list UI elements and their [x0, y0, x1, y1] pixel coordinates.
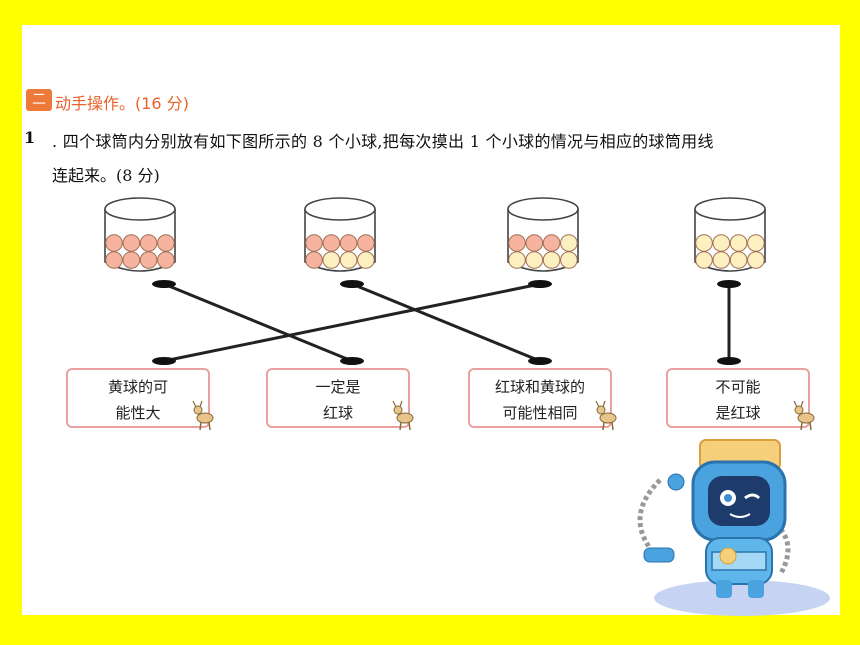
cylinder-dot-2	[340, 280, 364, 288]
statement-2-line2: 红球	[322, 404, 353, 422]
statement-2-line1: 一定是	[315, 378, 361, 396]
deer-icon	[793, 400, 815, 431]
cylinder-dot-3	[528, 280, 552, 288]
yellow-ball	[712, 251, 731, 269]
statement-1-line1: 黄球的可	[107, 378, 168, 396]
yellow-ball	[322, 251, 341, 269]
statement-box-3: 红球和黄球的 可能性相同	[468, 368, 612, 428]
statement-dot-2	[340, 357, 364, 365]
deer-icon	[595, 400, 617, 431]
ball-cylinder-1	[104, 197, 176, 272]
statement-box-1: 黄球的可 能性大	[66, 368, 210, 428]
ball-cylinder-2	[304, 197, 376, 272]
statement-4-line2: 是红球	[715, 404, 761, 422]
red-ball	[139, 251, 158, 269]
section-title: 动手操作。(16 分)	[55, 94, 189, 113]
question-number: 1	[24, 128, 36, 147]
statement-box-2: 一定是 红球	[266, 368, 410, 428]
connection-line-2	[351, 282, 541, 363]
yellow-ball	[560, 251, 578, 269]
statement-dot-3	[528, 357, 552, 365]
statement-1-line2: 能性大	[115, 404, 161, 422]
red-ball	[157, 251, 175, 269]
ball-cylinder-3	[507, 197, 579, 272]
statement-3-line2: 可能性相同	[502, 404, 578, 422]
yellow-ball	[508, 251, 526, 269]
question-text-line1: . 四个球筒内分别放有如下图所示的 8 个小球,把每次摸出 1 个小球的情况与相…	[52, 132, 714, 151]
yellow-ball	[695, 251, 713, 269]
cylinder-dot-1	[152, 280, 176, 288]
robot-mascot-illustration	[637, 439, 830, 616]
section-number-badge: 二	[26, 89, 52, 111]
question-text-line2: 连起来。(8 分)	[52, 166, 160, 185]
statement-4-line1: 不可能	[715, 378, 761, 396]
yellow-ball	[729, 251, 748, 269]
yellow-ball	[525, 251, 544, 269]
statement-3-line1: 红球和黄球的	[494, 378, 585, 396]
yellow-ball	[542, 251, 561, 269]
red-ball	[105, 251, 123, 269]
statement-dot-4	[717, 357, 741, 365]
connection-line-1	[163, 282, 353, 363]
connection-line-3	[163, 282, 541, 363]
deer-icon	[192, 400, 214, 431]
statement-dot-1	[152, 357, 176, 365]
yellow-ball	[747, 251, 765, 269]
cylinder-dot-4	[717, 280, 741, 288]
ball-cylinder-4	[694, 197, 766, 272]
deer-icon	[392, 400, 414, 431]
statement-box-4: 不可能 是红球	[666, 368, 810, 428]
yellow-ball	[357, 251, 375, 269]
red-ball	[122, 251, 141, 269]
red-ball	[305, 251, 323, 269]
yellow-ball	[339, 251, 358, 269]
